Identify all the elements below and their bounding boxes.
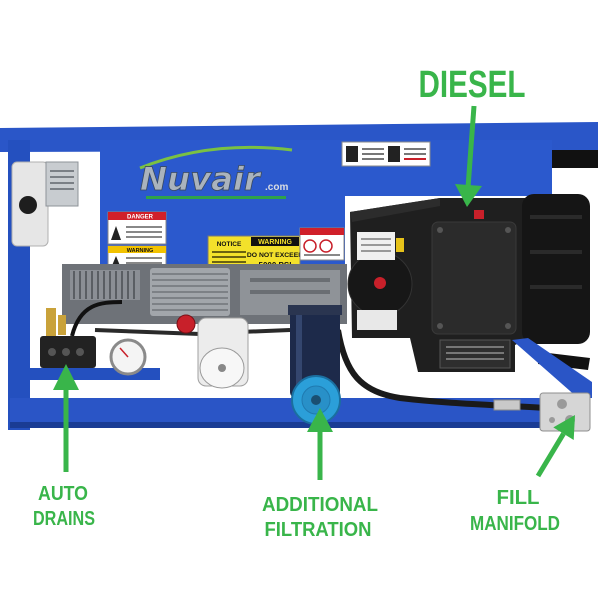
compressor-unit: Nuvair .com DANGER WARNING NOTICE — [0, 122, 598, 432]
danger-label: DANGER — [107, 211, 167, 245]
frame-right-brace — [512, 338, 592, 398]
fuel-cap — [474, 210, 484, 219]
notice-label-text: NOTICE — [217, 241, 242, 248]
fill-manifold-label-line2: MANIFOLD — [470, 513, 560, 535]
additional-filtration-label-line2: FILTRATION — [265, 519, 372, 541]
gauge-needle — [119, 347, 129, 358]
diesel-engine — [347, 194, 590, 372]
starter-red-dot — [374, 277, 386, 289]
additional-filtration-arrow-icon — [307, 408, 333, 480]
pressure-warning-title: WARNING — [258, 239, 292, 246]
logo-swoosh — [139, 145, 293, 170]
tank-knob — [19, 196, 37, 214]
engine-front-cover — [431, 221, 517, 335]
side-warning-decal — [299, 227, 345, 261]
diesel-label: DIESEL — [419, 64, 526, 106]
auto-drains-label-line1: AUTO — [38, 483, 88, 505]
fill-manifold-label-line1: FILL — [497, 487, 540, 509]
diesel-arrow-icon — [455, 105, 482, 207]
logo-tagline-band — [146, 196, 286, 199]
danger-label-text: DANGER — [127, 215, 154, 221]
auto-drains-label-line2: DRAINS — [33, 508, 95, 530]
red-knob — [176, 314, 196, 334]
logo-text: Nuvair — [140, 160, 262, 198]
fill-manifold-arrow-icon — [535, 415, 575, 478]
brand-logo: Nuvair .com — [139, 145, 293, 199]
filtration-cylinder — [288, 305, 342, 425]
hazard-triangle-icon — [111, 226, 121, 240]
warning-label-small-text: WARNING — [127, 248, 154, 254]
drain-hose — [70, 300, 123, 337]
fuel-tank — [522, 194, 590, 344]
brass-fitting — [58, 315, 66, 335]
callout-labels: DIESEL AUTO DRAINS ADDITIONAL FILTRATION… — [33, 64, 560, 541]
hose-fitting — [493, 399, 521, 411]
additional-filtration-label-line1: ADDITIONAL — [262, 494, 378, 516]
logo-suffix: .com — [265, 182, 288, 193]
auto-drains-arrow-icon — [53, 364, 79, 472]
top-warning-decals — [341, 141, 431, 167]
callout-arrows — [53, 105, 575, 480]
pressure-warning-line1: DO NOT EXCEED — [247, 252, 303, 259]
control-bracket — [552, 150, 598, 168]
brass-fitting — [46, 308, 56, 336]
